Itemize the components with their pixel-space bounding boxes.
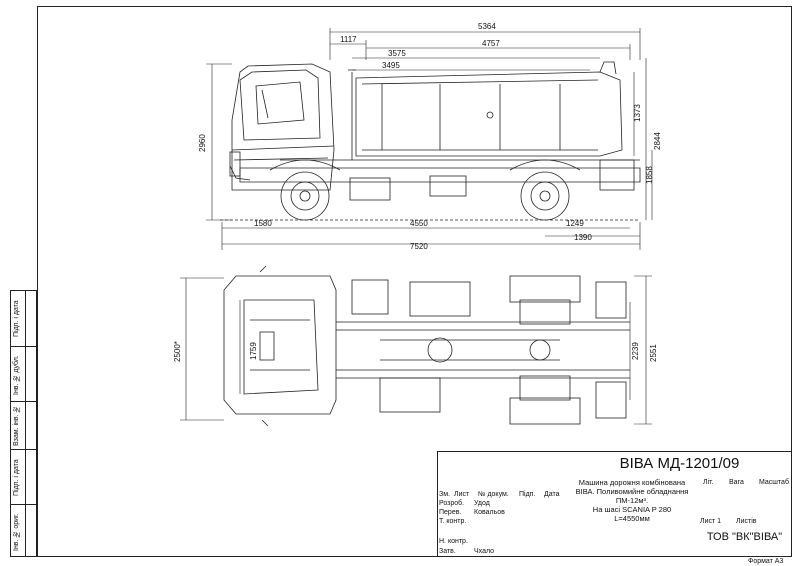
top-dimension-lines: [180, 275, 652, 425]
side-view-truck: [220, 61, 641, 221]
product-description: Машина дорожня комбінована ВІВА. Поливом…: [568, 478, 696, 523]
dim-2500: 2500*: [173, 341, 182, 362]
dim-2844: 2844: [653, 132, 662, 150]
dim-1858: 1858: [645, 166, 654, 184]
format-label: Формат А3: [748, 558, 784, 565]
role-developer: Розроб.: [439, 500, 465, 507]
description-line-2: ВІВА. Поливомийне обладнання: [575, 487, 689, 496]
mass-label: Вага: [729, 479, 744, 486]
name-checker: Ковальов: [474, 509, 505, 516]
description-line-3: ПМ-12м³.: [615, 496, 649, 505]
col-header-change: Зм.: [439, 491, 450, 498]
scale-label: Масштаб: [759, 479, 789, 486]
dim-1580: 1580: [254, 219, 272, 228]
col-header-doc-number: № докум.: [478, 491, 509, 498]
description-line-1: Машина дорожня комбінована: [578, 478, 686, 487]
name-developer: Удод: [474, 500, 490, 507]
description-line-4: На шасі SCANIA P 280: [592, 505, 672, 514]
doc-number: ВІВА МД-1201/09: [619, 455, 740, 472]
sheet-label: Лист 1: [700, 518, 722, 525]
dim-2239: 2239: [631, 342, 640, 360]
side-dimension-lines: [206, 28, 653, 250]
dim-1249: 1249: [566, 219, 584, 228]
dim-2960: 2960: [198, 134, 207, 152]
role-tech-control: Т. контр.: [439, 518, 467, 525]
description-line-5: L=4550мм: [614, 514, 650, 523]
top-view-truck: [223, 265, 630, 427]
sheets-label: Листів: [736, 518, 757, 525]
dim-3575: 3575: [388, 49, 406, 58]
dim-1390: 1390: [574, 233, 592, 242]
title-block: [437, 451, 792, 557]
col-header-sheet: Лист: [454, 491, 470, 498]
dim-7520: 7520: [410, 242, 428, 251]
role-norm-control: Н. контр.: [439, 538, 468, 545]
role-checker: Перев.: [439, 509, 462, 516]
side-strip: Підп. і дата Інв. № дубл. Взам. інв. № П…: [10, 290, 37, 557]
dim-3495: 3495: [382, 61, 400, 70]
drawing-frame: [37, 6, 792, 557]
lit-label: Літ.: [703, 479, 714, 486]
dim-1117: 1117: [340, 35, 357, 44]
col-header-signature: Підп.: [519, 491, 536, 498]
dim-4757: 4757: [482, 39, 500, 48]
company-name: ТОВ "ВК"ВІВА": [706, 531, 783, 543]
dim-1373: 1373: [633, 104, 642, 122]
dim-5364: 5364: [478, 22, 496, 31]
name-approver: Чхало: [474, 548, 495, 555]
col-header-date: Дата: [544, 491, 560, 498]
dim-1759: 1759: [249, 342, 258, 360]
dim-4550: 4550: [410, 219, 428, 228]
role-approver: Затв.: [439, 548, 456, 555]
dim-2551: 2551: [649, 344, 658, 362]
